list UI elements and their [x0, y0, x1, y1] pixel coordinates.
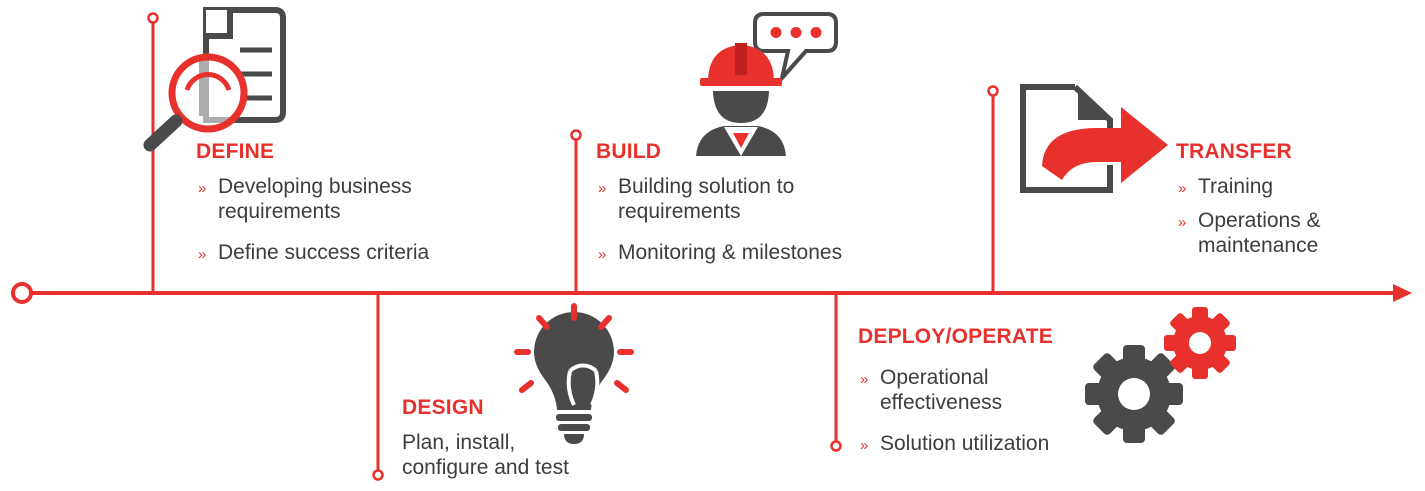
design-line-2: configure and test: [402, 456, 569, 479]
timeline-axis: [11, 282, 1412, 304]
build-title: BUILD: [596, 140, 662, 163]
stem-define: [147, 12, 159, 293]
transfer-title: TRANSFER: [1176, 140, 1292, 163]
stem-transfer: [987, 85, 999, 293]
deploy-item-1: Operational: [880, 366, 989, 389]
build-item-3: Monitoring & milestones: [618, 241, 843, 264]
deploy-bullet-1: »: [860, 371, 869, 388]
lightbulb-icon: [514, 303, 634, 444]
stage-define: DEFINE » Developing business requirement…: [196, 140, 516, 270]
define-item-1: Developing business: [218, 175, 412, 198]
deploy-title: DEPLOY/OPERATE: [858, 325, 1053, 348]
deploy-item-2: effectiveness: [880, 391, 1003, 414]
stem-design: [372, 293, 384, 481]
build-item-1: Building solution to: [618, 175, 795, 198]
deploy-item-3: Solution utilization: [880, 432, 1050, 455]
document-magnifier-icon: [143, 7, 286, 152]
build-bullet-1: »: [598, 180, 607, 197]
transfer-item-2: Operations &: [1198, 209, 1321, 232]
stage-transfer: TRANSFER » Training » Operations & maint…: [1176, 140, 1396, 270]
transfer-item-1: Training: [1198, 175, 1274, 198]
design-line-1: Plan, install,: [402, 431, 516, 454]
design-title: DESIGN: [402, 396, 484, 419]
stage-deploy: DEPLOY/OPERATE » Operational effectivene…: [858, 325, 1118, 455]
gears-icon: [1085, 307, 1236, 443]
build-bullet-2: »: [598, 246, 607, 263]
document-transfer-icon: [1020, 84, 1168, 193]
deploy-bullet-2: »: [860, 437, 869, 454]
stem-deploy: [830, 293, 842, 452]
transfer-bullet-1: »: [1178, 180, 1187, 197]
stage-design: DESIGN Plan, install, configure and test: [402, 396, 642, 490]
define-item-3: Define success criteria: [218, 241, 430, 264]
transfer-bullet-2: »: [1178, 214, 1187, 231]
define-bullet-1: »: [198, 180, 207, 197]
define-bullet-2: »: [198, 246, 207, 263]
worker-speech-icon: [696, 12, 838, 156]
transfer-item-3: maintenance: [1198, 234, 1319, 257]
define-item-2: requirements: [218, 200, 341, 223]
stem-build: [570, 129, 582, 293]
define-title: DEFINE: [196, 140, 275, 163]
stage-build: BUILD » Building solution to requirement…: [596, 140, 916, 270]
build-item-2: requirements: [618, 200, 741, 223]
